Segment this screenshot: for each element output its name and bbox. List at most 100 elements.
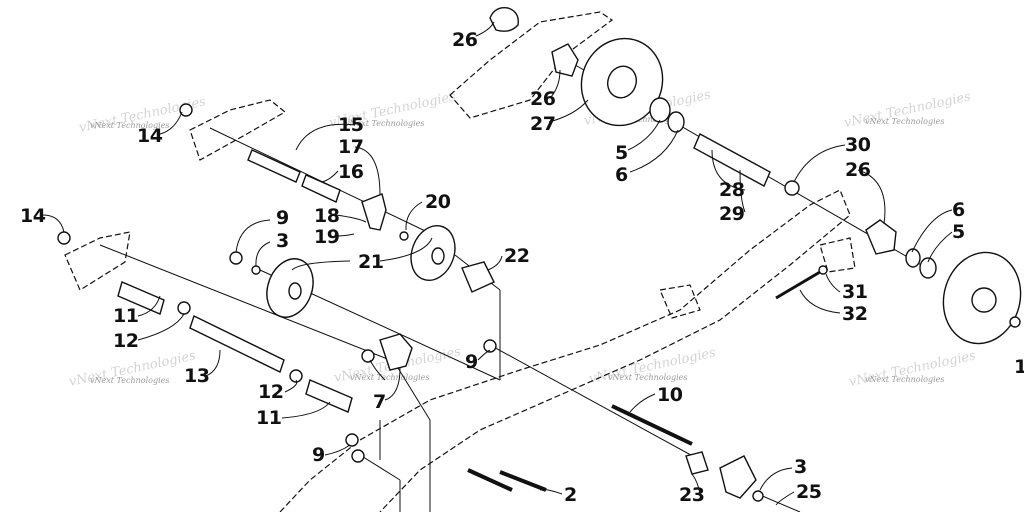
callout-30: 30 (845, 134, 871, 156)
shaft-15 (247, 149, 301, 183)
idler-wheel-21-left-hub (288, 282, 302, 300)
idler-wheel-21-right-hub (431, 247, 445, 265)
watermark: vNext Technologies (90, 376, 169, 385)
callout-12-upper: 12 (113, 330, 138, 352)
callout-9-bottom: 9 (312, 444, 325, 466)
callout-6-upper: 6 (615, 164, 628, 186)
bolt-10 (611, 404, 693, 446)
callout-leaders (42, 21, 953, 506)
spacer-23 (685, 451, 709, 475)
washer-3 (251, 265, 261, 275)
rail-bracket-rear (819, 237, 856, 273)
callout-19: 19 (314, 226, 339, 248)
callout-29: 29 (719, 203, 744, 225)
ring-6-right (905, 248, 921, 268)
callout-27: 27 (530, 113, 555, 135)
bolt-2-b (467, 468, 513, 492)
callout-6-right: 6 (952, 199, 965, 221)
callout-13: 13 (184, 365, 209, 387)
callout-26-right: 26 (845, 159, 871, 181)
callout-1: 1 (1014, 356, 1024, 378)
callout-16: 16 (338, 161, 364, 183)
callout-17: 17 (338, 136, 363, 158)
callout-3-lower: 3 (794, 456, 807, 478)
ring-12-upper (177, 301, 191, 315)
bearing-5 (649, 97, 671, 123)
callout-12-lower: 12 (258, 381, 283, 403)
callout-22: 22 (504, 245, 529, 267)
nut-14-upper (179, 103, 193, 117)
idler-wheel-large-hub (607, 65, 637, 99)
bolt-2-a (499, 470, 547, 492)
tube-11-upper (117, 281, 165, 315)
watermark: vNext Technologies (90, 121, 169, 130)
callout-2: 2 (564, 484, 577, 506)
callouts: 26 26 27 5 6 15 17 16 14 14 18 19 20 9 3… (20, 29, 1024, 506)
callout-25: 25 (796, 481, 821, 503)
idler-wheel-spoked-hub (971, 287, 997, 313)
bolt-32 (775, 270, 821, 300)
callout-32: 32 (842, 303, 867, 325)
callout-9-right: 9 (465, 351, 478, 373)
nut-9-bottom-a (345, 433, 359, 447)
nut-9-top (229, 251, 243, 265)
washer-30 (784, 180, 800, 196)
callout-23: 23 (679, 484, 704, 506)
watermark: vNext Technologies (865, 117, 944, 126)
center-lines (99, 61, 931, 512)
callout-9-top: 9 (276, 207, 289, 229)
tube-11-lower (305, 379, 353, 413)
block-24 (719, 455, 757, 499)
watermark: vNext Technologies (602, 115, 681, 124)
watermark: vNext Technologies (865, 375, 944, 384)
callout-11-upper: 11 (113, 305, 138, 327)
bearing-5-right (919, 257, 937, 279)
shaft-13 (189, 315, 285, 373)
ring-12-lower (289, 369, 303, 383)
callout-20: 20 (425, 191, 451, 213)
washer-3-lower (752, 490, 764, 502)
callout-31: 31 (842, 281, 867, 303)
nut-9-right (483, 339, 497, 353)
callout-18: 18 (314, 205, 340, 227)
watermark: vNext Technologies (350, 373, 429, 382)
arm-18 (361, 193, 387, 231)
left-rail-lower (64, 231, 131, 291)
ring-6 (667, 111, 685, 133)
callout-26-top: 26 (452, 29, 478, 51)
callout-26-upper: 26 (530, 88, 556, 110)
callout-5-right: 5 (952, 221, 965, 243)
spacer-22 (461, 261, 495, 293)
callout-10: 10 (657, 384, 683, 406)
nut-9-center (361, 349, 375, 363)
frame-rails (64, 11, 856, 512)
upper-rail (449, 11, 614, 119)
bearing-right (865, 219, 897, 255)
callout-15: 15 (338, 114, 363, 136)
left-rail-upper (189, 99, 287, 161)
callout-14-upper: 14 (137, 125, 163, 147)
idler-hub-top (489, 7, 519, 32)
callout-28: 28 (719, 179, 745, 201)
nut-31 (818, 265, 828, 275)
watermarks: vNext Technologies vNext Technologies vN… (68, 87, 978, 390)
rail-bracket (659, 284, 701, 319)
parts (57, 7, 1022, 502)
callout-3-upper: 3 (276, 230, 289, 252)
watermark: vNext Technologies (345, 119, 424, 128)
washer-20 (399, 231, 409, 241)
nut-9-bottom-b (351, 449, 365, 463)
bearing-top (551, 43, 579, 77)
bushing-16 (301, 174, 341, 203)
main-slide-rail (279, 189, 851, 512)
nut-14-lower (57, 231, 71, 245)
bracket-7 (379, 333, 413, 371)
callout-7: 7 (373, 391, 386, 413)
axle-28 (693, 133, 771, 187)
watermark: vNext Technologies (608, 373, 687, 382)
callout-11-lower: 11 (256, 407, 281, 429)
callout-14-lower: 14 (20, 205, 46, 227)
callout-5-upper: 5 (615, 142, 628, 164)
callout-21: 21 (358, 251, 383, 273)
